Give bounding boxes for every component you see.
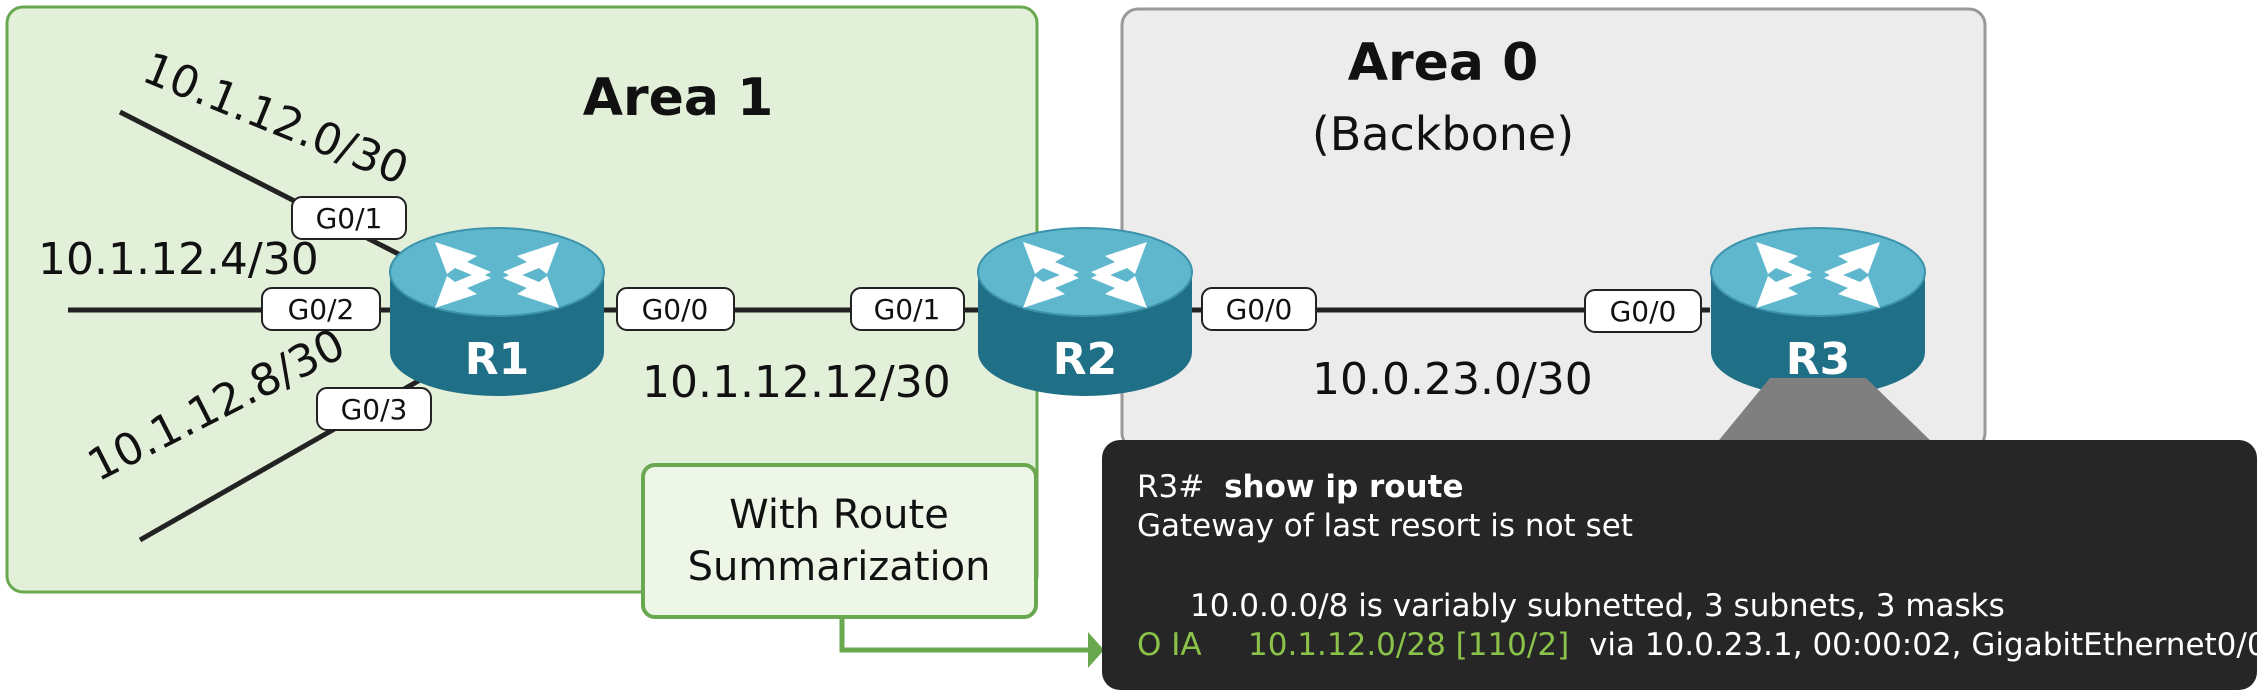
terminal-command-line: R3# show ip route [1137, 469, 1463, 505]
router-arrows-icon [1756, 242, 1880, 308]
route-rest: via 10.0.23.1, 00:00:02, GigabitEthernet… [1589, 627, 2260, 663]
area0-subtitle: (Backbone) [1312, 107, 1574, 161]
terminal-gateway-line: Gateway of last resort is not set [1137, 508, 1633, 544]
router-r3[interactable]: R3 [1710, 227, 1926, 396]
if-r1-g00-label: G0/0 [642, 293, 709, 326]
if-r1-g02-label: G0/2 [288, 293, 355, 326]
interface-labels: G0/1 G0/2 G0/3 G0/0 G0/1 G0/0 G0/0 [261, 196, 1702, 431]
router-r3-label: R3 [1786, 334, 1851, 385]
router-r1[interactable]: R1 [389, 227, 605, 396]
terminal-window: R3# show ip route Gateway of last resort… [1102, 440, 2260, 690]
if-r2-g01: G0/1 [850, 287, 965, 331]
if-r2-g00: G0/0 [1201, 287, 1317, 331]
if-r2-g01-label: G0/1 [874, 293, 941, 326]
if-r1-g01: G0/1 [291, 196, 407, 240]
terminal-route-line: O IA 10.1.12.0/28 [110/2] via 10.0.23.1,… [1137, 627, 2260, 663]
if-r1-g03: G0/3 [316, 387, 432, 431]
if-r3-g00-label: G0/0 [1610, 295, 1677, 328]
terminal-command: show ip route [1224, 469, 1463, 505]
callout-tail [1715, 378, 1935, 445]
if-r2-g00-label: G0/0 [1226, 293, 1293, 326]
route-code: O IA [1137, 627, 1202, 663]
terminal-prompt: R3# [1137, 469, 1204, 505]
router-r1-label: R1 [465, 334, 530, 385]
router-r2-label: R2 [1053, 334, 1118, 385]
terminal-subnetted-line: 10.0.0.0/8 is variably subnetted, 3 subn… [1190, 588, 2005, 624]
summarization-callout: With Route Summarization [641, 463, 1038, 619]
callout-arrowhead [1088, 632, 1104, 668]
subnet-r2-r3: 10.0.23.0/30 [1312, 354, 1593, 405]
if-r1-g03-label: G0/3 [341, 393, 408, 426]
subnet-s2: 10.1.12.4/30 [38, 234, 319, 285]
area1-title: Area 1 [583, 68, 774, 128]
router-r2[interactable]: R2 [977, 227, 1193, 396]
if-r1-g00: G0/0 [616, 287, 735, 331]
if-r3-g00: G0/0 [1584, 289, 1702, 333]
callout-line2: Summarization [688, 544, 991, 590]
router-arrows-icon [1023, 242, 1147, 308]
subnet-r1-r2: 10.1.12.12/30 [642, 357, 951, 408]
if-r1-g02: G0/2 [261, 287, 381, 331]
if-r1-g01-label: G0/1 [316, 202, 383, 235]
area0-title: Area 0 [1348, 33, 1539, 93]
router-arrows-icon [435, 242, 559, 308]
callout-line1: With Route [729, 492, 949, 538]
callout-arrow [839, 617, 1088, 653]
route-prefix: 10.1.12.0/28 [110/2] [1248, 627, 1569, 663]
